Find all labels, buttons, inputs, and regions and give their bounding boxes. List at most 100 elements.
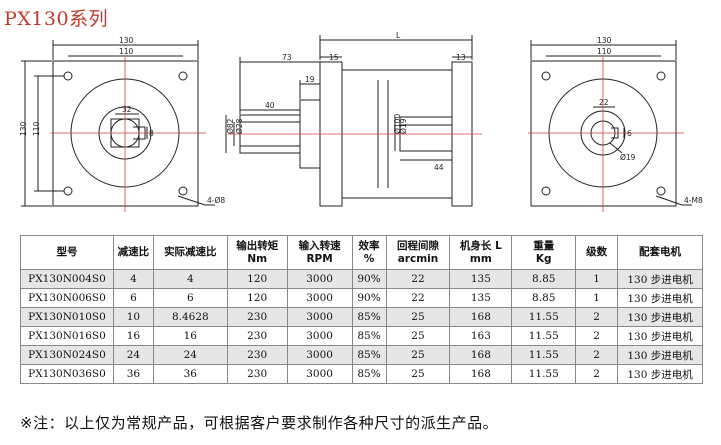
table-cell: 2	[575, 345, 619, 365]
table-cell: PX130N016S0	[20, 326, 114, 346]
table-cell: PX130N010S0	[20, 307, 114, 327]
table-cell: PX130N006S0	[20, 288, 114, 308]
table-cell: 6	[152, 288, 228, 308]
table-cell: PX130N024S0	[20, 345, 114, 365]
column-header-unit: mm	[469, 252, 492, 265]
table-cell: 11.55	[511, 307, 577, 327]
column-header-unit: %	[363, 252, 375, 265]
table-cell: 36	[112, 364, 154, 384]
table-cell: 3000	[286, 364, 353, 384]
side-view	[225, 35, 473, 207]
table-cell: 24	[152, 345, 228, 365]
table-cell: 16	[112, 326, 154, 346]
side-dim-d82: Ø82	[226, 118, 235, 134]
front-dim-32: 32	[122, 105, 132, 114]
column-header-label: 配套电机	[639, 246, 682, 258]
side-dim-19: 19	[305, 75, 315, 84]
technical-drawings: 130 110 130 110 32 8 4-Ø8 L 73 15 13 19 …	[19, 31, 703, 212]
table-cell: 4	[112, 269, 154, 289]
table-cell: 25	[385, 345, 451, 365]
table-cell: 130 步进电机	[617, 269, 703, 289]
side-dim-d19: Ø19	[399, 118, 408, 134]
column-header-unit: Kg	[535, 252, 552, 265]
column-header-label: 输入转速	[298, 239, 341, 252]
table-cell: 130 步进电机	[617, 364, 703, 384]
table-cell: 85%	[351, 307, 387, 327]
table-cell: 130 步进电机	[617, 307, 703, 327]
table-cell: 10	[112, 307, 154, 327]
table-cell: 230	[226, 326, 288, 346]
table-cell: 25	[385, 307, 451, 327]
table-cell: 85%	[351, 326, 387, 346]
table-cell: 22	[385, 288, 451, 308]
table-cell: 230	[226, 307, 288, 327]
table-cell: 90%	[351, 288, 387, 308]
table-cell: 25	[385, 326, 451, 346]
rear-dim-110: 110	[597, 47, 612, 56]
table-cell: 130 步进电机	[617, 288, 703, 308]
side-dim-d28: Ø28	[235, 118, 244, 134]
table-cell: 168	[449, 345, 513, 365]
side-dim-73: 73	[282, 53, 292, 62]
side-dim-d100: Ø100	[393, 114, 402, 134]
table-cell: 120	[226, 269, 288, 289]
column-header-label: 型号	[56, 246, 78, 258]
table-cell: 1	[575, 288, 619, 308]
column-header-label: 重量	[533, 239, 555, 252]
table-cell: 168	[449, 364, 513, 384]
table-cell: 90%	[351, 269, 387, 289]
column-header: 效率%	[351, 235, 387, 270]
column-header: 减速比	[112, 235, 154, 270]
table-cell: 135	[449, 269, 513, 289]
table-cell: 2	[575, 326, 619, 346]
rear-dim-d19: Ø19	[620, 153, 636, 162]
table-cell: 2	[575, 364, 619, 384]
table-cell: 2	[575, 307, 619, 327]
table-cell: 4	[152, 269, 228, 289]
table-cell: 36	[152, 364, 228, 384]
table-cell: 163	[449, 326, 513, 346]
table-cell: 8.85	[511, 288, 577, 308]
side-dim-15: 15	[329, 53, 339, 62]
table-cell: 1	[575, 269, 619, 289]
table-cell: 130 步进电机	[617, 345, 703, 365]
table-cell: 8.85	[511, 269, 577, 289]
column-header-label: 实际减速比	[164, 246, 217, 258]
table-cell: 230	[226, 345, 288, 365]
side-dim-44: 44	[434, 163, 444, 172]
front-view	[21, 40, 215, 207]
front-dim-110: 110	[119, 47, 134, 56]
column-header: 型号	[20, 235, 114, 270]
table-cell: 3000	[286, 269, 353, 289]
column-header-label: 级数	[586, 246, 608, 258]
column-header: 配套电机	[617, 235, 703, 270]
column-header-unit: Nm	[247, 252, 268, 265]
rear-dim-130: 130	[597, 36, 612, 45]
rear-view	[530, 40, 692, 207]
column-header-label: 输出转矩	[236, 239, 279, 252]
table-cell: 3000	[286, 345, 353, 365]
table-cell: 135	[449, 288, 513, 308]
column-header-label: 减速比	[117, 246, 150, 258]
column-header: 实际减速比	[152, 235, 228, 270]
series-title: PX130系列	[4, 8, 109, 30]
table-cell: 3000	[286, 326, 353, 346]
side-dim-40: 40	[265, 101, 275, 110]
rear-holes: 4-M8	[684, 196, 703, 205]
table-cell: PX130N036S0	[20, 364, 114, 384]
front-dim-8: 8	[149, 129, 154, 138]
column-header-label: 机身长 L	[459, 239, 502, 252]
table-cell: 230	[226, 364, 288, 384]
table-cell: 85%	[351, 364, 387, 384]
